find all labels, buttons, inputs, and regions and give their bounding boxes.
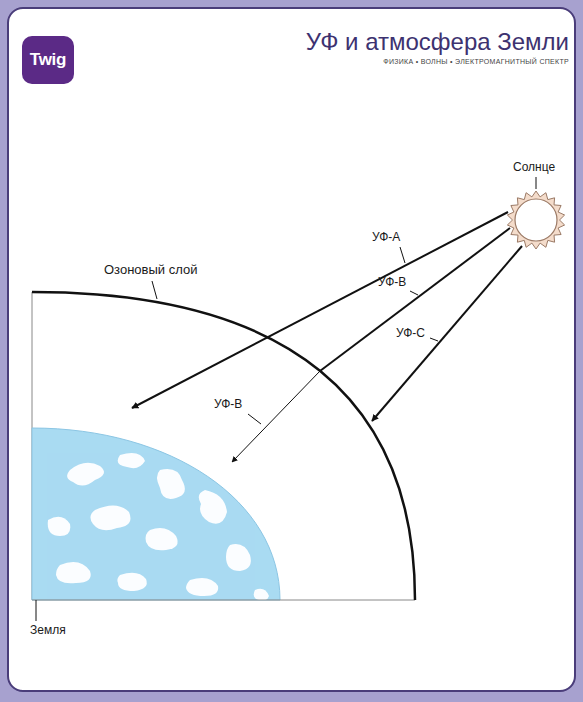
ray-label: УФ-С xyxy=(396,327,425,341)
ray-label: УФ-В xyxy=(378,276,406,290)
logo-box: Twig xyxy=(22,36,74,84)
sun-label: Солнце xyxy=(513,161,555,175)
ray-label: УФ-В xyxy=(214,398,242,412)
leader-lines xyxy=(36,177,536,621)
title: УФ и атмосфера Земли xyxy=(306,28,569,56)
ozone-label: Озоновый слой xyxy=(104,263,197,278)
atmosphere xyxy=(32,292,415,600)
uvb-ray-weak xyxy=(232,371,320,462)
uva-ray xyxy=(132,212,508,408)
uvc-ray xyxy=(372,246,522,421)
subtitle: ФИЗИКА • ВОЛНЫ • ЭЛЕКТРОМАГНИТНЫЙ СПЕКТР xyxy=(383,58,569,66)
earth-label: Земля xyxy=(30,624,66,638)
ground-edge xyxy=(32,600,415,601)
logo-text: Twig xyxy=(30,50,66,70)
earth xyxy=(32,428,280,601)
uvb-ray xyxy=(320,228,510,371)
ozone-layer xyxy=(32,292,415,600)
sun xyxy=(507,191,564,249)
ray-label: УФ-А xyxy=(372,231,400,245)
